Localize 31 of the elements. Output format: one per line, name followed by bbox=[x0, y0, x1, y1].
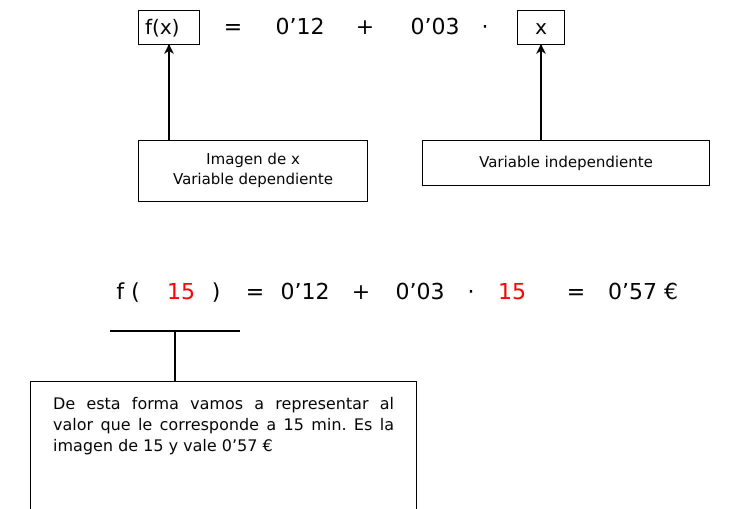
arrow bbox=[164, 44, 174, 140]
arrow bbox=[536, 44, 546, 140]
callout-box bbox=[422, 140, 710, 186]
callout-text: De esta forma vamos a representar al valor que le corresponde a 15 min. Es la imagen de 15 y vale 0’57 € bbox=[53, 394, 394, 456]
formula-term: 0’12 bbox=[276, 15, 324, 41]
callout-text: x bbox=[534, 14, 548, 40]
formula-term: 15 bbox=[167, 280, 195, 306]
bracket-line bbox=[110, 330, 240, 332]
callout-box bbox=[138, 140, 368, 202]
formula-term: = bbox=[566, 280, 586, 306]
note-box bbox=[30, 381, 417, 509]
formula-term: = bbox=[246, 280, 264, 306]
formula-term: = bbox=[224, 15, 242, 41]
callout-text: Variable dependiente bbox=[172, 170, 334, 189]
formula-term: · bbox=[482, 15, 488, 41]
formula-term: 0’03 bbox=[410, 15, 460, 41]
variable-box bbox=[138, 10, 200, 45]
formula-term: 15 bbox=[498, 280, 526, 306]
formula-term: f ( bbox=[116, 280, 140, 306]
callout-text: f(x) bbox=[145, 14, 180, 40]
callout-text: Variable independiente bbox=[478, 153, 654, 172]
formula-term: + bbox=[356, 15, 374, 41]
formula-term: 0’57 € bbox=[608, 280, 678, 306]
formula-term: 0’03 bbox=[396, 280, 444, 306]
formula-term: ) bbox=[212, 280, 220, 306]
formula-term: + bbox=[352, 280, 370, 306]
formula-term: · bbox=[468, 280, 474, 306]
callout-heading: Imagen de x bbox=[205, 150, 301, 170]
formula-term: 0’12 bbox=[280, 280, 330, 306]
leader-line bbox=[174, 332, 176, 381]
variable-box bbox=[517, 10, 565, 45]
